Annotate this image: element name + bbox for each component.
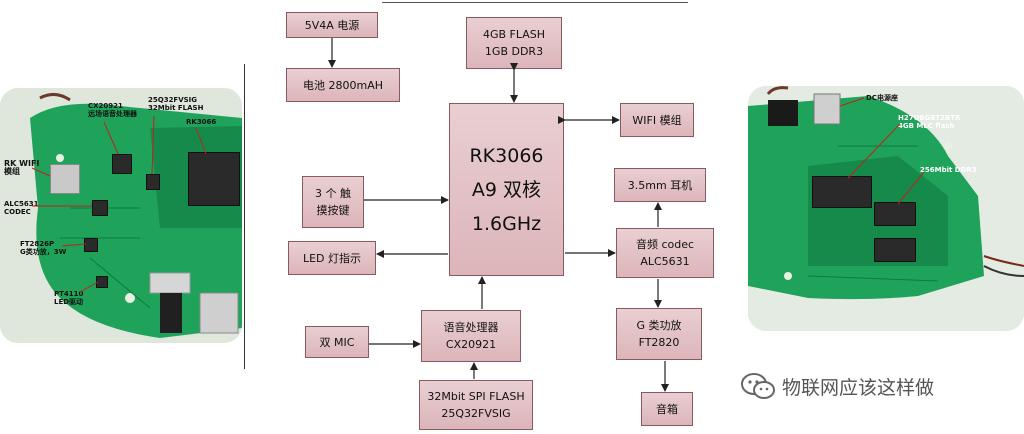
box-headphone: 3.5mm 耳机 — [614, 168, 706, 202]
box-voice-processor: 语音处理器 CX20921 — [421, 310, 521, 362]
cx20921-chip — [112, 154, 132, 174]
box-speaker: 音箱 — [641, 392, 693, 426]
watermark-text: 物联网应该这样做 — [782, 376, 935, 399]
box-codec: 音频 codec ALC5631 — [616, 228, 714, 278]
box-dual-mic: 双 MIC — [305, 326, 369, 358]
box-led: LED 灯指示 — [288, 241, 376, 275]
rk3066-chip — [188, 152, 240, 206]
label-ddr3: 256Mbit DDR3 — [920, 166, 977, 174]
right-leader-lines — [839, 97, 925, 205]
left-leader-lines — [31, 115, 207, 293]
ddr3-chip-2 — [874, 238, 916, 262]
label-dc-jack: DC电源座 — [866, 94, 898, 102]
wechat-icon — [741, 373, 775, 399]
box-battery: 电池 2800mAH — [286, 68, 400, 102]
led-driver-chip — [96, 276, 108, 288]
left-divider — [244, 64, 245, 369]
ddr3-chip-1 — [874, 202, 916, 226]
right-pcb-board — [748, 86, 1024, 331]
box-spi-flash: 32Mbit SPI FLASH 25Q32FVSIG — [419, 380, 533, 430]
box-soc: RK3066 A9 双核 1.6GHz — [449, 103, 564, 276]
top-rule — [382, 2, 688, 3]
codec-chip — [92, 200, 108, 216]
left-pcb-board — [0, 88, 242, 343]
box-touch-keys: 3 个 触 摸按键 — [302, 176, 364, 228]
box-amplifier: G 类功放 FT2820 — [616, 308, 702, 360]
mlc-flash-chip — [812, 176, 872, 208]
amp-chip — [84, 238, 98, 252]
watermark: 物联网应该这样做 — [740, 372, 934, 400]
wifi-module — [50, 164, 80, 194]
box-wifi: WIFI 模组 — [620, 103, 694, 137]
label-rk3066: RK3066 — [186, 118, 217, 126]
spi-flash-chip — [146, 174, 160, 190]
box-power-supply: 5V4A 电源 — [286, 12, 378, 38]
